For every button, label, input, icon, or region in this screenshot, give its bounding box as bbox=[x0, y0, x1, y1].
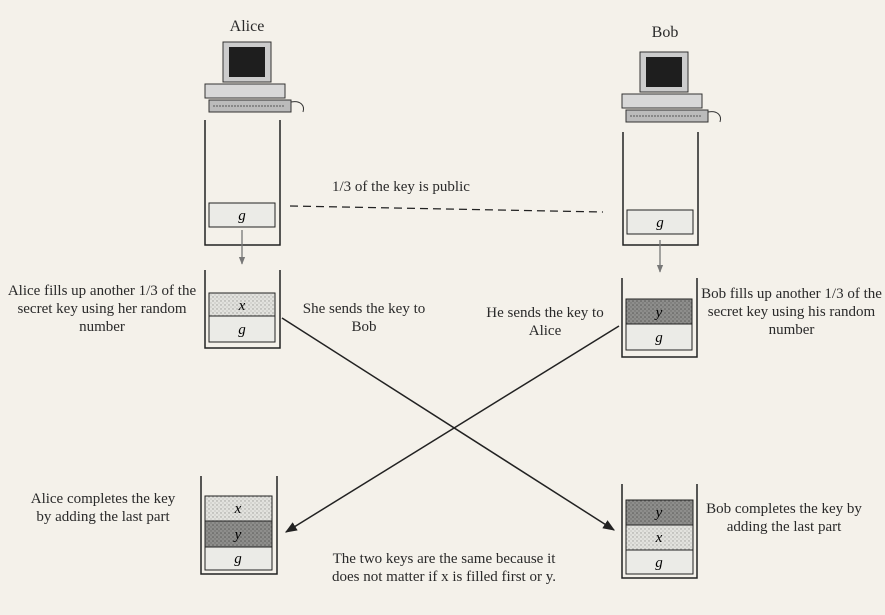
bob-name: Bob bbox=[651, 24, 679, 41]
footer-note: The two keys are the same because it doe… bbox=[332, 551, 556, 585]
bob-container-3 bbox=[621, 484, 698, 579]
bob-container-2 bbox=[621, 278, 698, 358]
bob-x-label: x bbox=[655, 530, 663, 546]
alice-g-label: g bbox=[238, 322, 246, 338]
bob-step1: Bob fills up another 1/3 of the secret k… bbox=[701, 286, 882, 338]
alice-to-bob-arrow bbox=[281, 317, 616, 531]
public-dashed-line bbox=[289, 205, 604, 213]
bob-g-label: g bbox=[655, 555, 663, 571]
bob-g-label: g bbox=[655, 330, 663, 346]
alice-step2: Alice completes the key by adding the la… bbox=[30, 491, 176, 525]
alice-g-label: g bbox=[238, 208, 246, 224]
alice-container-2 bbox=[204, 270, 281, 349]
alice-name: Alice bbox=[229, 18, 265, 35]
bob-to-alice-arrow bbox=[284, 325, 620, 533]
bob-sends-label: He sends the key to Alice bbox=[486, 305, 604, 339]
computer-icon bbox=[204, 41, 304, 113]
alice-y-label: y bbox=[233, 527, 242, 543]
bob-y-label: y bbox=[654, 505, 663, 521]
bob-y-label: y bbox=[654, 305, 663, 321]
bob-step2: Bob completes the key by adding the last… bbox=[706, 501, 862, 535]
alice-x-label: x bbox=[234, 501, 242, 517]
alice-g-label: g bbox=[234, 551, 242, 567]
bob-g-label: g bbox=[656, 215, 664, 231]
alice-container-3 bbox=[200, 476, 278, 575]
public-note: 1/3 of the key is public bbox=[332, 179, 470, 195]
alice-step1: Alice fills up another 1/3 of the secret… bbox=[7, 283, 197, 335]
alice-sends-label: She sends the key to Bob bbox=[302, 301, 426, 335]
computer-icon bbox=[621, 51, 721, 123]
alice-x-label: x bbox=[238, 298, 246, 314]
